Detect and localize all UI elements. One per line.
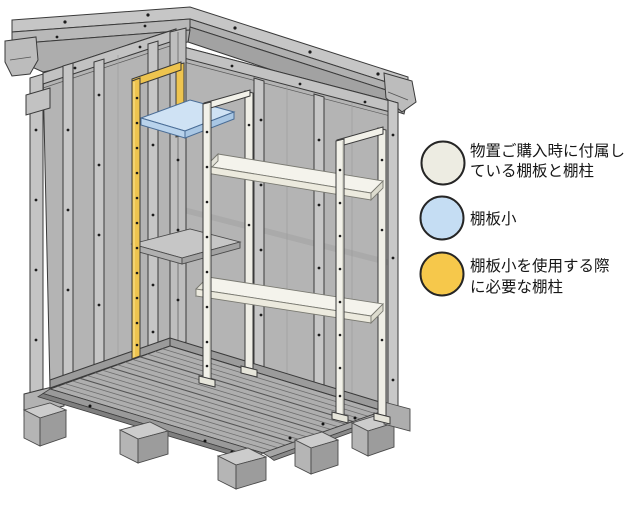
legend-label-extra-post-line2: に必要な棚柱	[470, 278, 563, 296]
floor-slats	[57, 348, 376, 451]
floor	[37, 345, 395, 467]
legend-label-included-line2: ている棚板と棚柱	[470, 162, 594, 180]
foundation-block	[216, 447, 268, 490]
left-wall-front-trim	[29, 73, 44, 394]
yellow-post-slots	[135, 96, 139, 347]
legend-swatch-included	[420, 140, 466, 186]
roof-screws	[55, 13, 380, 76]
roof-left-eave-cap	[4, 36, 39, 77]
yellow-shelf-post	[131, 61, 182, 360]
shelf-post-frame-middle	[198, 89, 251, 388]
foundation-block	[22, 402, 68, 447]
legend-label-extra-post-line1: 棚板小を使用する際	[470, 257, 610, 275]
legend-label-included-line1: 物置ご購入時に付属し	[470, 142, 625, 160]
legend-label-small-shelf: 棚板小	[470, 210, 517, 228]
legend-swatch-small-shelf	[419, 195, 465, 241]
legend: 物置ご購入時に付属し ている棚板と棚柱 棚板小 棚板小を使用する際 に必要な棚柱	[419, 140, 625, 297]
legend-swatch-extra-post	[419, 251, 465, 297]
foundation-block	[118, 421, 170, 464]
foundation-block	[293, 431, 340, 475]
corner-bracket	[25, 87, 51, 116]
yellow-post-front	[131, 77, 141, 360]
shelf-post-frame-right	[331, 126, 384, 424]
